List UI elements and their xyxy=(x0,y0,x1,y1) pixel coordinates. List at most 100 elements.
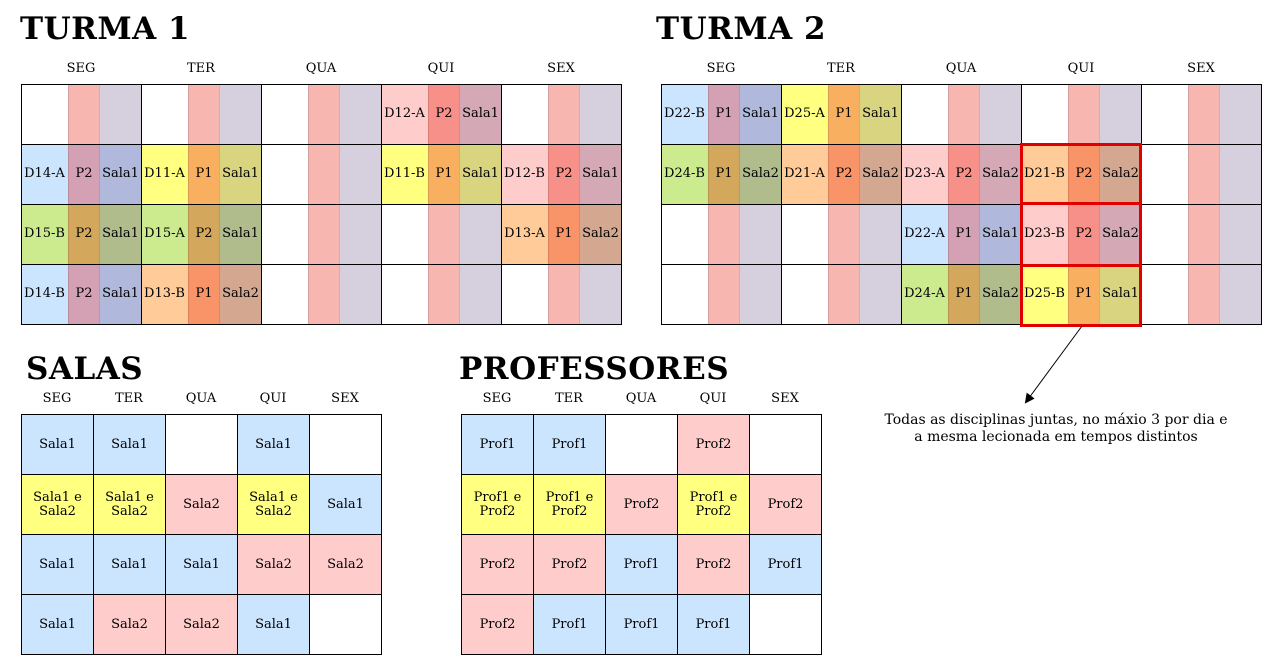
salas-cell: Sala1 xyxy=(309,474,382,535)
timetable-prof-cell xyxy=(1188,264,1219,324)
day-header-seg: SEG xyxy=(42,391,72,406)
timetable-sala-cell: Sala1 xyxy=(99,144,141,204)
professores-cell: Prof1 xyxy=(605,534,678,595)
timetable-disc-cell: D14-B xyxy=(21,264,68,324)
salas-cell: Sala2 xyxy=(165,474,238,535)
salas-cell: Sala2 xyxy=(165,594,238,655)
salas-title: SALAS xyxy=(26,351,144,387)
timetable-disc-cell xyxy=(1141,144,1188,204)
timetable-prof-cell: P2 xyxy=(428,84,459,144)
salas-cell: Sala1 xyxy=(21,414,94,475)
salas-cell: Sala2 xyxy=(309,534,382,595)
timetable-sala-cell xyxy=(859,264,901,324)
timetable-sala-cell: Sala1 xyxy=(459,144,501,204)
timetable-prof-cell: P1 xyxy=(828,84,859,144)
timetable-sala-cell: Sala1 xyxy=(459,84,501,144)
timetable-disc-cell: D25-A xyxy=(781,84,828,144)
timetable-sala-cell: Sala2 xyxy=(979,144,1021,204)
professores-cell xyxy=(749,594,822,655)
timetable-prof-cell xyxy=(1188,84,1219,144)
salas-cell: Sala2 xyxy=(93,594,166,655)
timetable-disc-cell xyxy=(1141,264,1188,324)
timetable-prof-cell: P2 xyxy=(548,144,579,204)
timetable-prof-cell: P2 xyxy=(68,264,99,324)
timetable-prof-cell: P2 xyxy=(1068,204,1099,264)
timetable-disc-cell xyxy=(21,84,68,144)
timetable-sala-cell xyxy=(979,84,1021,144)
timetable-disc-cell xyxy=(661,204,708,264)
day-header-ter: TER xyxy=(827,61,855,76)
timetable-prof-cell: P1 xyxy=(188,264,219,324)
timetable-sala-cell xyxy=(1219,84,1261,144)
timetable-disc-cell: D24-B xyxy=(661,144,708,204)
qui-highlight-box xyxy=(1020,143,1142,327)
professores-cell: Prof1 xyxy=(605,594,678,655)
professores-cell: Prof1 xyxy=(749,534,822,595)
timetable-disc-cell: D15-A xyxy=(141,204,188,264)
day-header-qua: QUA xyxy=(945,61,977,76)
row-divider xyxy=(661,144,1262,145)
timetable-disc-cell: D12-A xyxy=(381,84,428,144)
timetable-prof-cell: P1 xyxy=(1068,264,1099,324)
timetable-sala-cell: Sala1 xyxy=(579,144,621,204)
timetable-disc-cell: D23-B xyxy=(1021,204,1068,264)
professores-title: PROFESSORES xyxy=(459,351,730,387)
timetable-prof-cell xyxy=(68,84,99,144)
day-header-qui: QUI xyxy=(1067,61,1095,76)
timetable-prof-cell: P1 xyxy=(708,84,739,144)
timetable-disc-cell xyxy=(661,264,708,324)
salas-cell: Sala1 xyxy=(237,594,310,655)
day-header-qui: QUI xyxy=(699,391,727,406)
timetable-prof-cell: P1 xyxy=(708,144,739,204)
note-text: Todas as disciplinas juntas, no máxio 3 … xyxy=(884,412,1228,445)
timetable-prof-cell: P1 xyxy=(428,144,459,204)
timetable-sala-cell xyxy=(339,144,381,204)
day-header-qua: QUA xyxy=(305,61,337,76)
salas-cell xyxy=(309,414,382,475)
timetable-disc-cell xyxy=(1141,84,1188,144)
row-divider xyxy=(661,264,1262,265)
professores-cell: Prof1 xyxy=(461,414,534,475)
timetable-prof-cell: P2 xyxy=(188,204,219,264)
timetable-sala-cell xyxy=(99,84,141,144)
timetable-disc-cell xyxy=(1141,204,1188,264)
timetable-sala-cell xyxy=(739,204,781,264)
timetable-sala-cell xyxy=(1219,204,1261,264)
timetable-prof-cell xyxy=(548,264,579,324)
timetable-prof-cell: P2 xyxy=(1068,144,1099,204)
day-header-ter: TER xyxy=(115,391,143,406)
professores-cell: Prof1 e Prof2 xyxy=(533,474,606,535)
professores-cell: Prof1 xyxy=(533,594,606,655)
timetable-disc-cell xyxy=(381,264,428,324)
timetable-disc-cell: D14-A xyxy=(21,144,68,204)
professores-cell: Prof1 xyxy=(533,414,606,475)
day-header-qui: QUI xyxy=(259,391,287,406)
salas-cell: Sala1 xyxy=(165,534,238,595)
timetable-disc-cell: D11-A xyxy=(141,144,188,204)
day-header-qui: QUI xyxy=(427,61,455,76)
timetable-disc-cell: D25-B xyxy=(1021,264,1068,324)
professores-cell: Prof2 xyxy=(677,534,750,595)
timetable-prof-cell: P1 xyxy=(188,144,219,204)
timetable-prof-cell xyxy=(308,204,339,264)
day-header-sex: SEX xyxy=(331,391,359,406)
timetable-disc-cell: D21-B xyxy=(1021,144,1068,204)
timetable-disc-cell xyxy=(501,84,548,144)
timetable-prof-cell xyxy=(948,84,979,144)
timetable-disc-cell xyxy=(381,204,428,264)
qui-highlight-row-divider xyxy=(1020,202,1142,267)
salas-cell: Sala1 e Sala2 xyxy=(237,474,310,535)
timetable-prof-cell: P1 xyxy=(548,204,579,264)
salas-cell: Sala1 e Sala2 xyxy=(93,474,166,535)
timetable-prof-cell xyxy=(548,84,579,144)
timetable-sala-cell: Sala1 xyxy=(219,144,261,204)
professores-cell: Prof2 xyxy=(461,594,534,655)
timetable-disc-cell: D22-A xyxy=(901,204,948,264)
